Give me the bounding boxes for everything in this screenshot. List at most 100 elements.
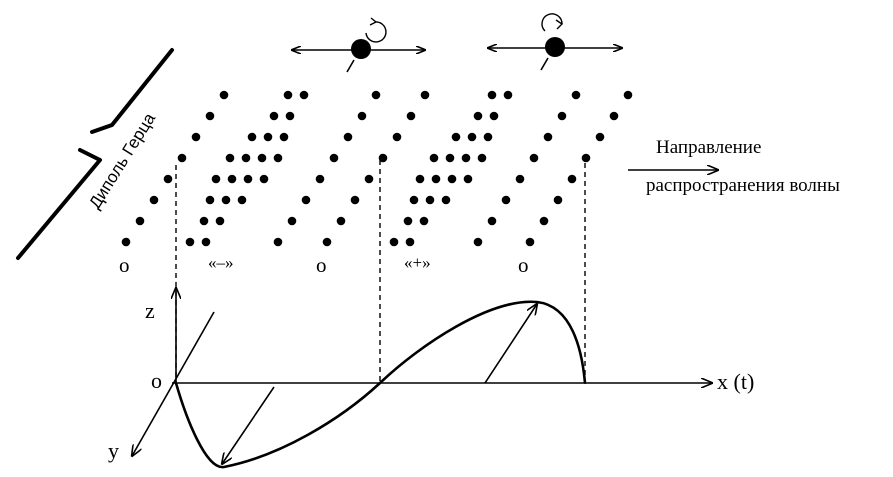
field-dot <box>595 132 605 142</box>
charge-ball-icon <box>545 37 565 57</box>
field-dot <box>571 90 581 100</box>
field-dot <box>215 216 225 226</box>
field-dot <box>225 153 235 163</box>
field-dot <box>185 237 195 247</box>
wave-curve <box>174 300 587 469</box>
field-dot <box>515 174 525 184</box>
field-dot <box>447 174 457 184</box>
field-dot <box>205 111 215 121</box>
rotation-arrow-icon <box>541 13 563 32</box>
field-dot <box>415 174 425 184</box>
field-dot <box>163 174 173 184</box>
field-dot <box>279 132 289 142</box>
field-dot <box>135 216 145 226</box>
field-dot <box>487 216 497 226</box>
field-dot <box>285 111 295 121</box>
field-dot <box>473 111 483 121</box>
field-dot <box>501 195 511 205</box>
z-axis-label: z <box>145 298 155 323</box>
field-dot <box>406 111 416 121</box>
field-dot <box>357 111 367 121</box>
field-dot <box>543 132 553 142</box>
field-dot <box>539 216 549 226</box>
field-dot <box>409 195 419 205</box>
field-dot <box>336 216 346 226</box>
field-dot <box>177 153 187 163</box>
field-dot <box>315 174 325 184</box>
field-dot <box>525 237 535 247</box>
coordinate-axes <box>132 288 712 456</box>
field-dot <box>392 132 402 142</box>
field-dot <box>241 153 251 163</box>
field-dot <box>329 153 339 163</box>
field-dot <box>477 153 487 163</box>
field-dot <box>273 237 283 247</box>
field-dot <box>283 90 293 100</box>
rotation-arrow-icon <box>365 21 387 43</box>
field-vectors <box>222 304 537 464</box>
field-dot <box>463 174 473 184</box>
field-dot <box>405 237 415 247</box>
field-dot <box>557 111 567 121</box>
field-dot <box>461 153 471 163</box>
field-dot <box>343 132 353 142</box>
zone-label-zero-1: o <box>119 253 130 277</box>
field-dot <box>211 174 221 184</box>
field-dot <box>299 90 309 100</box>
field-vector-positive <box>484 304 537 384</box>
field-dot <box>322 237 332 247</box>
y-axis <box>132 311 215 456</box>
field-dot <box>259 174 269 184</box>
field-dot <box>429 153 439 163</box>
field-dot <box>247 132 257 142</box>
zone-label-plus: «+» <box>404 253 431 272</box>
field-dot <box>191 132 201 142</box>
field-dot <box>205 195 215 205</box>
field-dot <box>273 153 283 163</box>
field-dot <box>389 237 399 247</box>
field-dot <box>445 153 455 163</box>
charge-ball-icon <box>351 39 371 59</box>
field-dot <box>227 174 237 184</box>
field-dot <box>257 153 267 163</box>
field-dot <box>364 174 374 184</box>
propagation-label-line2: распространения волны <box>646 175 840 196</box>
field-dot <box>301 195 311 205</box>
zone-label-zero-2: o <box>316 253 327 277</box>
field-dot <box>350 195 360 205</box>
field-dot <box>609 111 619 121</box>
field-dot <box>623 90 633 100</box>
y-axis-label: y <box>108 438 119 463</box>
field-dot <box>425 195 435 205</box>
field-dot <box>503 90 513 100</box>
field-dot <box>121 237 131 247</box>
field-dot <box>487 90 497 100</box>
dipole-label: Диполь Герца <box>85 109 159 212</box>
field-dot <box>431 174 441 184</box>
field-dot <box>451 132 461 142</box>
dipole-antenna <box>16 48 174 260</box>
field-dot <box>263 132 273 142</box>
field-dot <box>489 111 499 121</box>
field-dot <box>403 216 413 226</box>
field-line-dots <box>121 90 633 247</box>
field-dot <box>467 132 477 142</box>
zone-label-zero-3: o <box>518 253 529 277</box>
field-vector-negative <box>222 386 275 464</box>
field-dot <box>269 111 279 121</box>
field-dot <box>243 174 253 184</box>
field-dot <box>287 216 297 226</box>
field-dot <box>221 195 231 205</box>
field-dot <box>201 237 211 247</box>
charge-oscillator-2 <box>488 13 622 71</box>
charge-oscillator-1 <box>292 17 425 73</box>
field-dot <box>149 195 159 205</box>
field-dot <box>529 153 539 163</box>
field-dot <box>581 153 591 163</box>
x-axis-label: x (t) <box>717 369 754 394</box>
origin-label: o <box>151 368 162 393</box>
field-dot <box>378 153 388 163</box>
propagation-label-line1: Направление <box>656 137 761 158</box>
